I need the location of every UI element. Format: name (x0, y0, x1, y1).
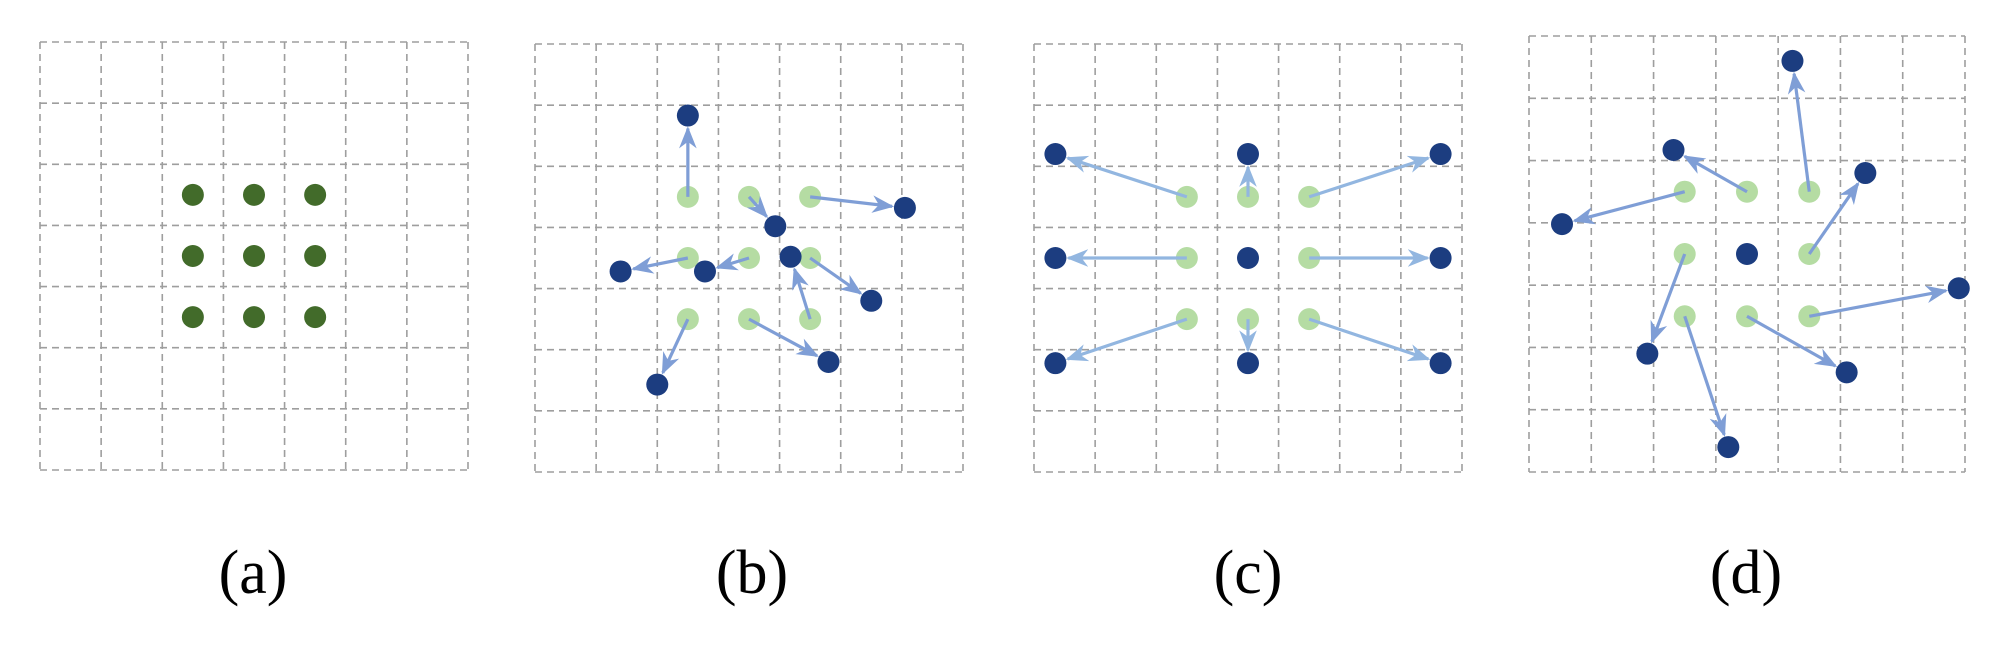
offset-arrow (748, 317, 819, 358)
offset-point (609, 260, 632, 283)
offset-arrow (1807, 181, 1860, 255)
panel-c (1033, 43, 1463, 473)
panel-d-grid (1528, 35, 1966, 473)
sampling-point (181, 245, 204, 267)
sampling-point (243, 306, 265, 329)
offset-arrow (1787, 71, 1811, 192)
offset-arrow (1572, 190, 1686, 225)
sampling-point (304, 306, 327, 329)
offset-point (1551, 213, 1574, 236)
offset-arrow (1065, 317, 1188, 362)
offset-arrow (1308, 317, 1431, 362)
offset-point (1044, 352, 1067, 375)
offset-arrow (631, 256, 689, 274)
offset-point (1636, 342, 1659, 365)
panel-c-caption: (c) (1213, 539, 1283, 607)
offset-point (1044, 247, 1067, 269)
sampling-point (243, 183, 265, 206)
offset-arrow (809, 256, 863, 295)
panel-a-caption: (a) (218, 539, 288, 607)
offset-arrow (1683, 315, 1727, 437)
offset-point (779, 245, 802, 268)
offset-point (646, 373, 669, 396)
sampling-point (304, 183, 327, 206)
offset-point (817, 350, 840, 373)
panel-a (39, 41, 469, 471)
panel-d-caption: (d) (1709, 539, 1783, 607)
offset-point (1947, 277, 1970, 300)
offset-arrow (1808, 285, 1949, 318)
offset-arrow (746, 195, 769, 219)
sampling-point (243, 245, 265, 267)
offset-point (1781, 49, 1804, 72)
offset-point (1237, 247, 1259, 269)
sampling-point (181, 306, 204, 329)
offset-point (764, 215, 787, 238)
offset-point (1429, 352, 1452, 375)
offset-point (1429, 143, 1452, 166)
offset-point (1717, 436, 1740, 459)
offset-arrow (791, 267, 812, 320)
offset-point (893, 196, 916, 219)
offset-point (676, 104, 699, 127)
offset-point (1662, 138, 1685, 161)
offset-arrow (809, 195, 895, 213)
offset-arrow (1065, 155, 1188, 199)
offset-arrow (661, 318, 690, 375)
offset-point (1736, 243, 1758, 265)
sampling-point (304, 245, 327, 267)
offset-arrow (1308, 155, 1431, 199)
offset-point (860, 289, 883, 312)
offset-point (1237, 143, 1259, 166)
offset-point (693, 260, 716, 283)
panel-d (1528, 35, 1970, 473)
offset-point (1429, 247, 1452, 269)
offset-arrow (715, 253, 750, 271)
offset-point (1237, 352, 1259, 375)
panel-b (534, 43, 964, 473)
panel-b-caption: (b) (715, 539, 789, 607)
sampling-point (181, 183, 204, 206)
offset-point (1854, 162, 1877, 185)
offset-arrow (1746, 314, 1838, 368)
offset-arrow (1650, 253, 1687, 344)
offset-arrow (1682, 155, 1748, 194)
offset-point (1835, 361, 1858, 384)
offset-point (1044, 143, 1067, 166)
